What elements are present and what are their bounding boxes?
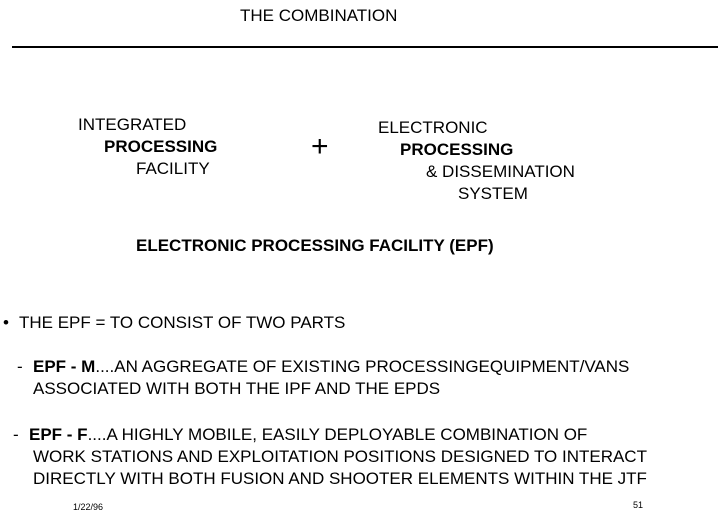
sub-item-2-line2: WORK STATIONS AND EXPLOITATION POSITIONS… <box>33 447 647 466</box>
sub-item-1-label: EPF - M <box>33 357 96 376</box>
right-block-line2: PROCESSING <box>400 140 514 159</box>
sub-item-dash: - <box>13 425 19 444</box>
plus-operator: + <box>311 130 329 163</box>
footer-date: 1/22/96 <box>73 502 104 512</box>
page-title: THE COMBINATION <box>240 6 398 25</box>
right-block-line4: SYSTEM <box>458 184 528 203</box>
bullet-text: THE EPF = TO CONSIST OF TWO PARTS <box>19 313 346 332</box>
footer-page-number: 51 <box>633 500 644 510</box>
left-block-line3: FACILITY <box>136 159 210 178</box>
sub-item-1-text: ....AN AGGREGATE OF EXISTING PROCESSINGE… <box>95 357 630 376</box>
left-block-line1: INTEGRATED <box>78 115 187 134</box>
bullet-marker: • <box>3 313 9 332</box>
sub-item-2-line3: DIRECTLY WITH BOTH FUSION AND SHOOTER EL… <box>33 469 647 488</box>
sub-item-2-text: ....A HIGHLY MOBILE, EASILY DEPLOYABLE C… <box>87 425 588 444</box>
right-block-line1: ELECTRONIC <box>378 118 488 137</box>
sub-item-1-line2: ASSOCIATED WITH BOTH THE IPF AND THE EPD… <box>33 379 441 398</box>
sub-item-1-line1: EPF - M....AN AGGREGATE OF EXISTING PROC… <box>33 357 629 377</box>
right-block-line3: & DISSEMINATION <box>426 162 575 181</box>
left-block-line2: PROCESSING <box>104 137 218 156</box>
sub-item-2-line1: EPF - F....A HIGHLY MOBILE, EASILY DEPLO… <box>29 425 587 445</box>
subtitle: ELECTRONIC PROCESSING FACILITY (EPF) <box>136 236 494 255</box>
sub-item-2-label: EPF - F <box>29 425 88 444</box>
title-rule <box>12 46 718 48</box>
sub-item-dash: - <box>17 357 23 376</box>
